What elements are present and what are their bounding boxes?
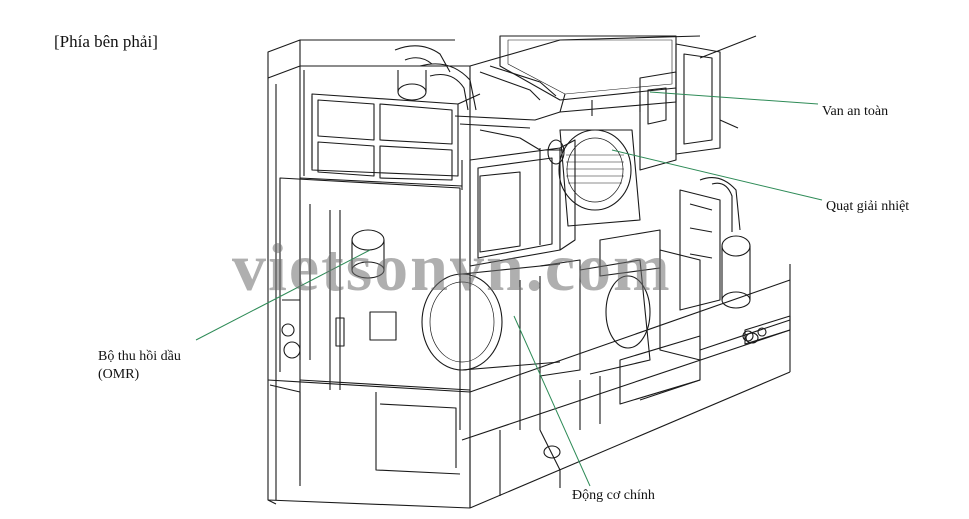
leader-main-motor	[513, 315, 591, 487]
leader-cooling-fan	[611, 149, 823, 201]
left-panel	[303, 70, 481, 181]
label-cooling-fan: Quạt giải nhiệt	[826, 199, 910, 214]
cooling-fan	[545, 129, 641, 227]
label-main-motor: Động cơ chính	[572, 488, 655, 503]
base-frame	[299, 276, 791, 508]
page-heading: [Phía bên phải]	[54, 32, 158, 51]
top-piping	[394, 45, 561, 151]
label-oil-recovery-line1: Bộ thu hồi dầu	[98, 349, 181, 364]
label-safety-valve: Van an toàn	[822, 104, 889, 119]
watermark-text: vietsonvn.com	[232, 229, 672, 305]
leader-lines	[195, 91, 823, 487]
label-oil-recovery-line2: (OMR)	[98, 367, 140, 382]
oil-recovery-unit	[281, 200, 397, 390]
leader-safety-valve	[649, 91, 819, 105]
leader-oil-recovery	[195, 249, 371, 341]
